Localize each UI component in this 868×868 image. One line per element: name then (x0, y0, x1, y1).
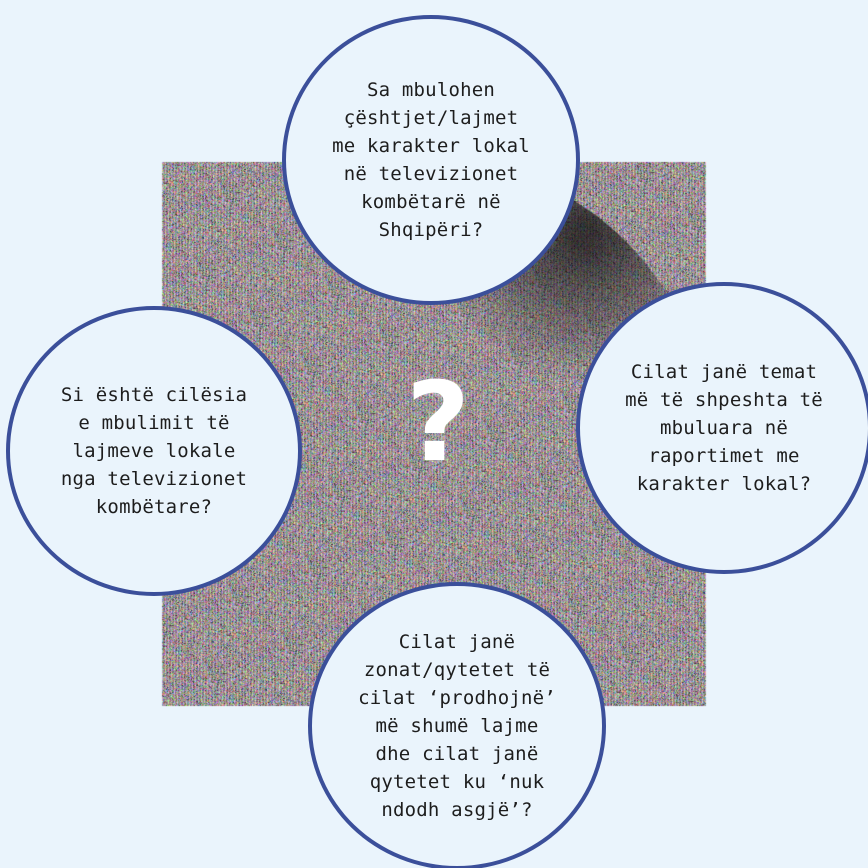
question-text-left: Si është cilësia e mbulimit të lajmeve l… (60, 384, 248, 518)
question-bubble-bottom: Cilat janë zonat/qytetet të cilat ‘prodh… (308, 582, 606, 868)
question-bubble-left: Si është cilësia e mbulimit të lajmeve l… (6, 306, 302, 596)
question-bubble-right: Cilat janë temat më të shpeshta të mbulu… (576, 282, 868, 574)
question-text-bottom: Cilat janë zonat/qytetet të cilat ‘prodh… (358, 631, 556, 821)
question-text-top: Sa mbulohen çështjet/lajmet me karakter … (332, 79, 530, 241)
question-mark-icon: ? (406, 358, 470, 486)
question-text-right: Cilat janë temat më të shpeshta të mbulu… (625, 361, 823, 495)
question-bubble-top: Sa mbulohen çështjet/lajmet me karakter … (282, 15, 580, 305)
